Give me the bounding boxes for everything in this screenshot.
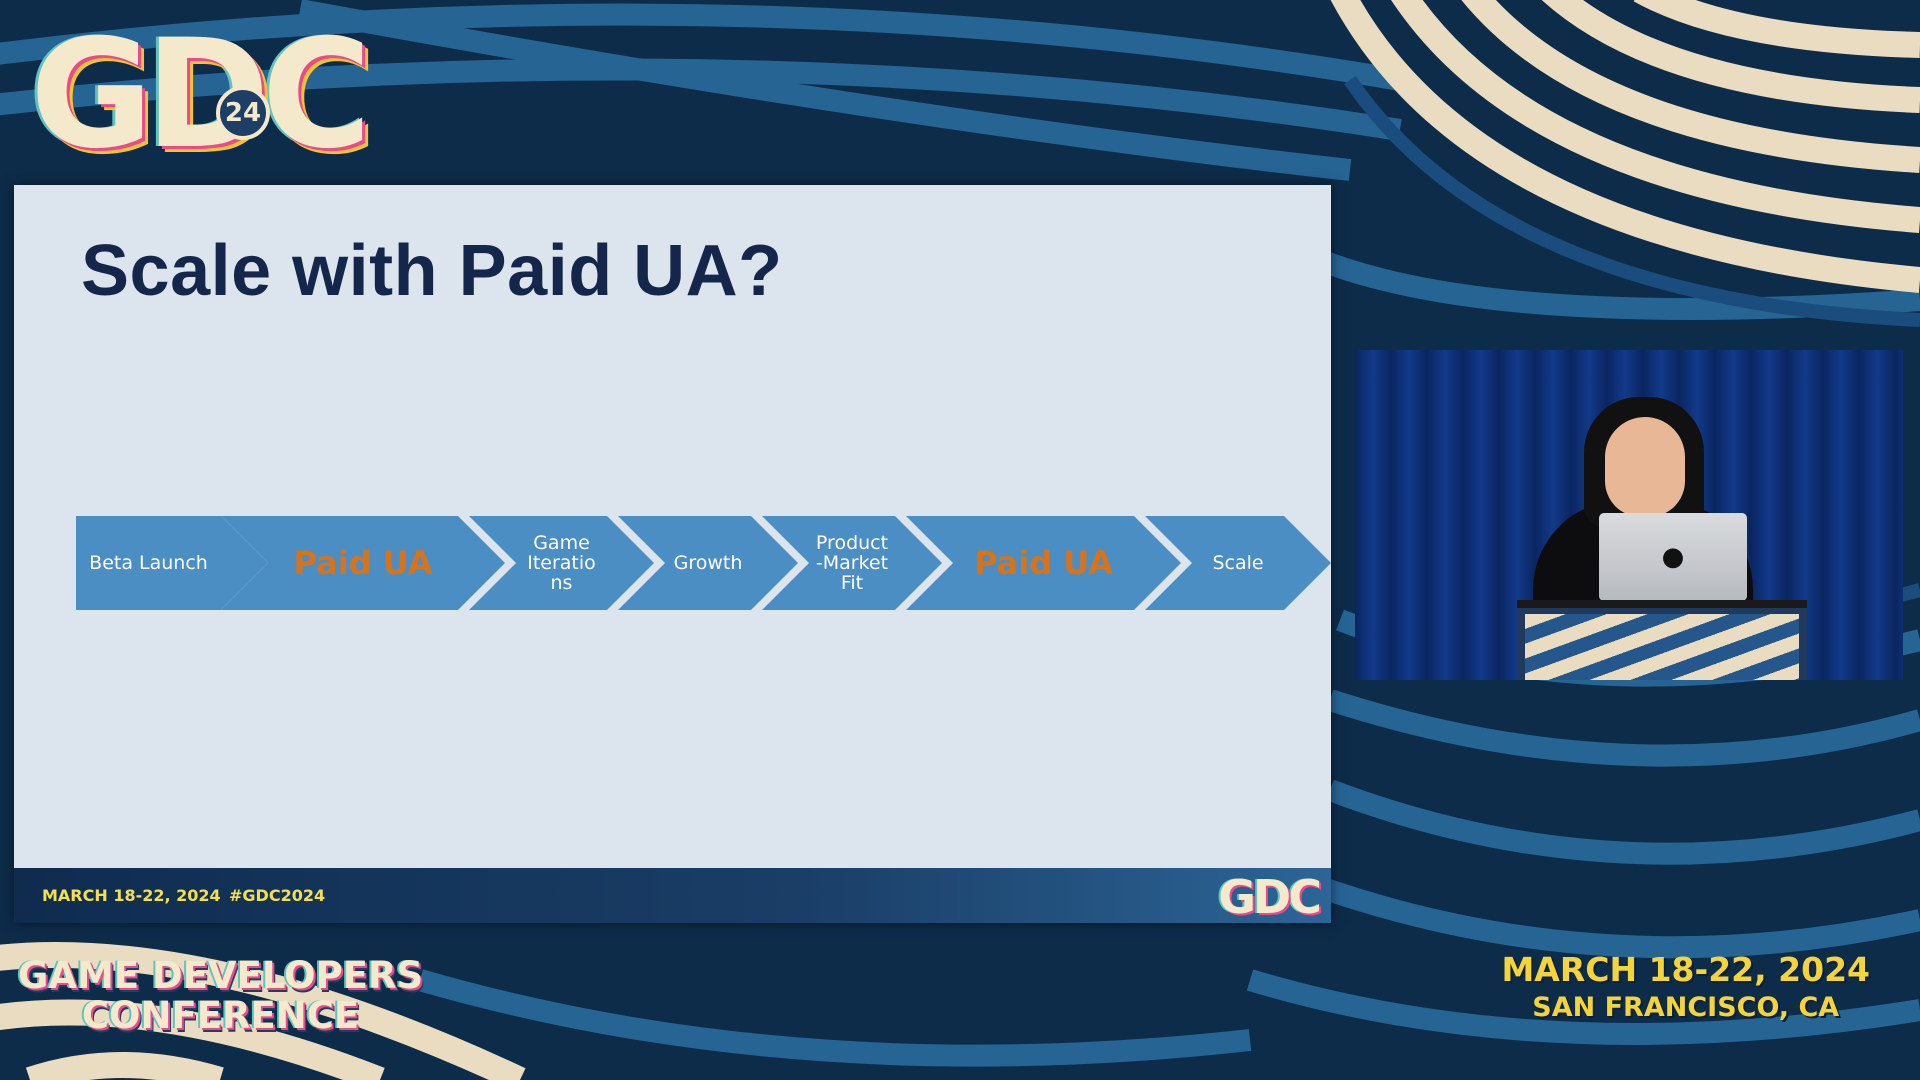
slide-footer-bar: MARCH 18-22, 2024 #GDC2024 GDC [14, 868, 1331, 924]
gdc-year-badge: 24 [216, 86, 270, 140]
speaker-video-feed: ● [1355, 350, 1903, 680]
step-label: Scale [1212, 552, 1264, 574]
footer-hashtag: #GDC2024 [229, 886, 326, 905]
footer-gdc-logo: GDC [1218, 870, 1322, 924]
step-label: Product -Market Fit [815, 532, 889, 594]
laptop: ● [1599, 513, 1747, 601]
process-chevron-flow: Beta Launch Paid UA Game Iteratio ns Gro… [76, 516, 1331, 610]
presentation-slide: Scale with Paid UA? Beta Launch Paid UA … [14, 185, 1331, 924]
event-info: MARCH 18-22, 2024 SAN FRANCISCO, CA [1501, 950, 1870, 1026]
slide-title: Scale with Paid UA? [81, 231, 783, 311]
step-label: Paid UA [293, 544, 433, 582]
conference-name-line2: CONFERENCE [81, 994, 360, 1037]
step-paid-ua-2: Paid UA [906, 516, 1181, 610]
step-paid-ua-1: Paid UA [221, 516, 505, 610]
speaker-face [1605, 417, 1685, 517]
apple-logo-icon: ● [1661, 542, 1685, 572]
footer-dates: MARCH 18-22, 2024 [42, 886, 221, 905]
event-location: SAN FRANCISCO, CA [1532, 992, 1840, 1023]
event-dates: MARCH 18-22, 2024 [1501, 950, 1870, 989]
step-label: Paid UA [974, 544, 1113, 582]
step-label: Game Iteratio ns [527, 532, 596, 594]
step-label: Beta Launch [89, 552, 208, 574]
step-label: Growth [673, 552, 743, 574]
gdc24-logo: GDC 24 [30, 20, 400, 170]
gdc-logo-text: GDC [30, 8, 372, 182]
podium [1517, 600, 1807, 680]
conference-name-line1: GAME DEVELOPERS [18, 954, 424, 997]
step-beta-launch: Beta Launch [76, 516, 268, 610]
podium-graphic [1525, 614, 1799, 680]
conference-name-logo: GAME DEVELOPERS CONFERENCE [18, 956, 423, 1036]
